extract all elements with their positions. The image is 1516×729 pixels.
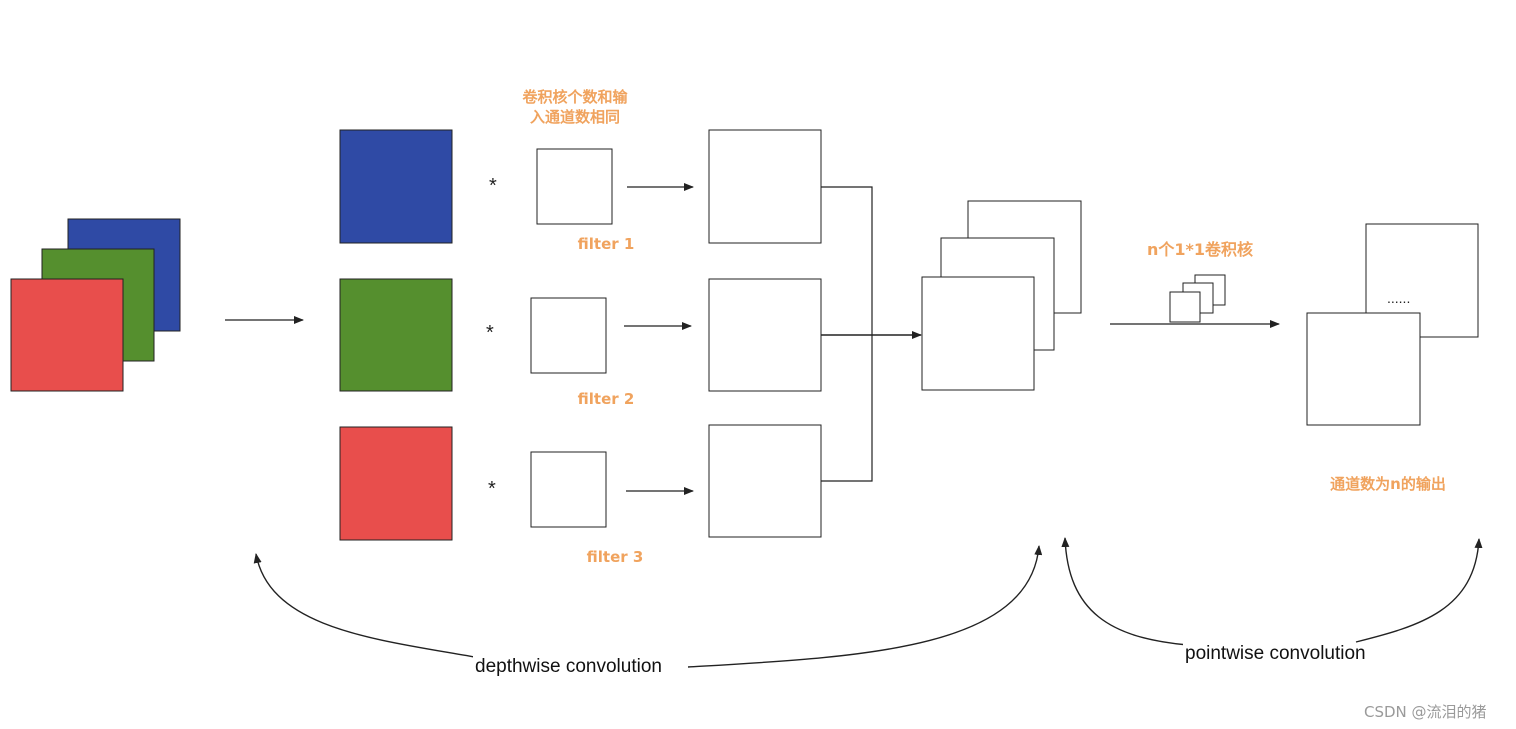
depthwise-right-curve [687, 545, 1043, 668]
filter-2-box [530, 297, 607, 374]
filter-1-box [536, 148, 613, 225]
multiply-symbol-3: * [488, 478, 496, 500]
kernel-count-note-line1: 卷积核个数和输 [522, 88, 628, 106]
pointwise-right-curve [1355, 538, 1483, 643]
split-channel-blue [339, 129, 453, 244]
kernel-count-note-line2: 入通道数相同 [529, 108, 620, 126]
depthwise-result-2 [708, 278, 822, 392]
merge-connector-top [821, 186, 873, 335]
depthwise-caption: depthwise convolution [473, 656, 664, 678]
final-output-front [1306, 312, 1421, 426]
filter-3-label: filter 3 [586, 548, 644, 566]
multiply-symbol-1: * [489, 175, 497, 197]
multiply-symbol-2: * [486, 322, 494, 344]
pointwise-kernels-label: n个1*1卷积核 [1146, 240, 1254, 259]
stacked-output-front [921, 276, 1035, 391]
split-channel-green [339, 278, 453, 392]
depthwise-result-3 [708, 424, 822, 538]
filter-1-label: filter 1 [577, 235, 635, 253]
merge-connector-bottom [821, 335, 873, 482]
depthwise-left-curve [253, 553, 481, 659]
input-channel-red [10, 278, 124, 392]
filter-3-box [530, 451, 607, 528]
output-channels-label: 通道数为n的输出 [1330, 475, 1446, 493]
filter-2-label: filter 2 [577, 390, 635, 408]
output-ellipsis: ...... [1387, 290, 1411, 306]
csdn-watermark: CSDN @流泪的猪 [1364, 703, 1487, 721]
pointwise-kernel-front [1169, 291, 1201, 323]
depthwise-result-1 [708, 129, 822, 244]
pointwise-caption: pointwise convolution [1183, 643, 1368, 665]
pointwise-left-curve [1061, 537, 1189, 646]
split-channel-red [339, 426, 453, 541]
